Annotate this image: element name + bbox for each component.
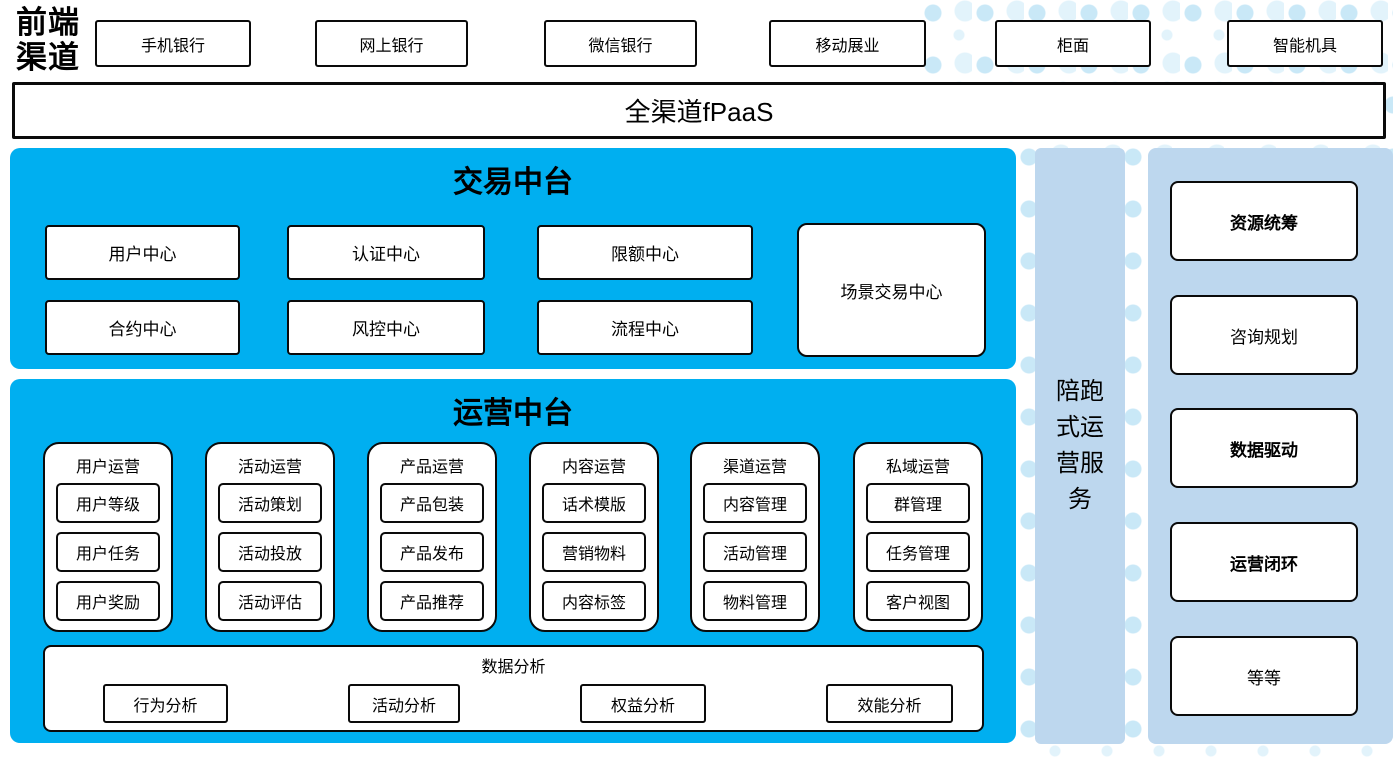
scene-transaction-center-box: 场景交易中心	[797, 223, 986, 357]
group-item: 活动评估	[218, 581, 322, 621]
group-title: 私域运营	[885, 459, 950, 476]
group-item: 用户奖励	[56, 581, 160, 621]
group-item: 产品包装	[380, 483, 484, 523]
group-content-ops: 内容运营 话术模版 营销物料 内容标签	[529, 442, 659, 632]
right-box-etc: 等等	[1170, 636, 1358, 716]
channel-box-mobile-sales: 移动展业	[769, 20, 926, 67]
group-item: 客户视图	[866, 581, 970, 621]
group-item: 产品发布	[380, 532, 484, 572]
front-channels-label: 前端渠道	[16, 5, 80, 75]
center-box-user: 用户中心	[45, 225, 240, 280]
group-item: 产品推荐	[380, 581, 484, 621]
ops-platform-title: 运营中台	[453, 397, 573, 430]
group-activity-ops: 活动运营 活动策划 活动投放 活动评估	[205, 442, 335, 632]
side-service-bar: 陪跑式运营服务	[1035, 148, 1125, 744]
center-box-contract: 合约中心	[45, 300, 240, 355]
channel-box-wechat-banking: 微信银行	[544, 20, 697, 67]
channel-box-mobile-banking: 手机银行	[95, 20, 251, 67]
group-title: 内容运营	[561, 459, 626, 476]
center-box-auth: 认证中心	[287, 225, 485, 280]
group-item: 内容标签	[542, 581, 646, 621]
group-item: 活动策划	[218, 483, 322, 523]
group-title: 用户运营	[75, 459, 140, 476]
analysis-box-activity: 活动分析	[348, 684, 460, 723]
group-item: 话术模版	[542, 483, 646, 523]
data-analysis-container: 数据分析 行为分析 活动分析 权益分析 效能分析	[43, 645, 984, 732]
group-item: 群管理	[866, 483, 970, 523]
side-service-label: 陪跑式运营服务	[1056, 378, 1104, 513]
trade-platform-panel: 交易中台 用户中心 认证中心 限额中心 合约中心 风控中心 流程中心 场景交易中…	[10, 148, 1016, 369]
channel-box-counter: 柜面	[995, 20, 1151, 67]
trade-platform-title: 交易中台	[453, 166, 573, 199]
group-item: 物料管理	[703, 581, 807, 621]
group-private-domain-ops: 私域运营 群管理 任务管理 客户视图	[853, 442, 983, 632]
right-box-ops-closed-loop: 运营闭环	[1170, 522, 1358, 602]
group-title: 渠道运营	[722, 459, 787, 476]
group-item: 内容管理	[703, 483, 807, 523]
right-box-consulting-planning: 咨询规划	[1170, 295, 1358, 375]
group-title: 产品运营	[399, 459, 464, 476]
analysis-box-behavior: 行为分析	[103, 684, 228, 723]
center-box-process: 流程中心	[537, 300, 753, 355]
group-item: 活动投放	[218, 532, 322, 572]
group-title: 活动运营	[237, 459, 302, 476]
group-channel-ops: 渠道运营 内容管理 活动管理 物料管理	[690, 442, 820, 632]
right-service-panel: 资源统筹 咨询规划 数据驱动 运营闭环 等等	[1148, 148, 1393, 744]
center-box-risk-control: 风控中心	[287, 300, 485, 355]
right-box-resource-coordination: 资源统筹	[1170, 181, 1358, 261]
analysis-box-efficiency: 效能分析	[826, 684, 953, 723]
data-analysis-title: 数据分析	[481, 659, 546, 676]
group-item: 用户任务	[56, 532, 160, 572]
channel-box-online-banking: 网上银行	[315, 20, 468, 67]
group-item: 用户等级	[56, 483, 160, 523]
group-product-ops: 产品运营 产品包装 产品发布 产品推荐	[367, 442, 497, 632]
fpaas-bar: 全渠道fPaaS	[12, 82, 1386, 139]
group-item: 活动管理	[703, 532, 807, 572]
group-item: 营销物料	[542, 532, 646, 572]
group-item: 任务管理	[866, 532, 970, 572]
group-user-ops: 用户运营 用户等级 用户任务 用户奖励	[43, 442, 173, 632]
channel-box-smart-devices: 智能机具	[1227, 20, 1383, 67]
ops-platform-panel: 运营中台 用户运营 用户等级 用户任务 用户奖励 活动运营 活动策划 活动投放 …	[10, 379, 1016, 743]
center-box-limit: 限额中心	[537, 225, 753, 280]
analysis-box-rights: 权益分析	[580, 684, 706, 723]
right-box-data-driven: 数据驱动	[1170, 408, 1358, 488]
